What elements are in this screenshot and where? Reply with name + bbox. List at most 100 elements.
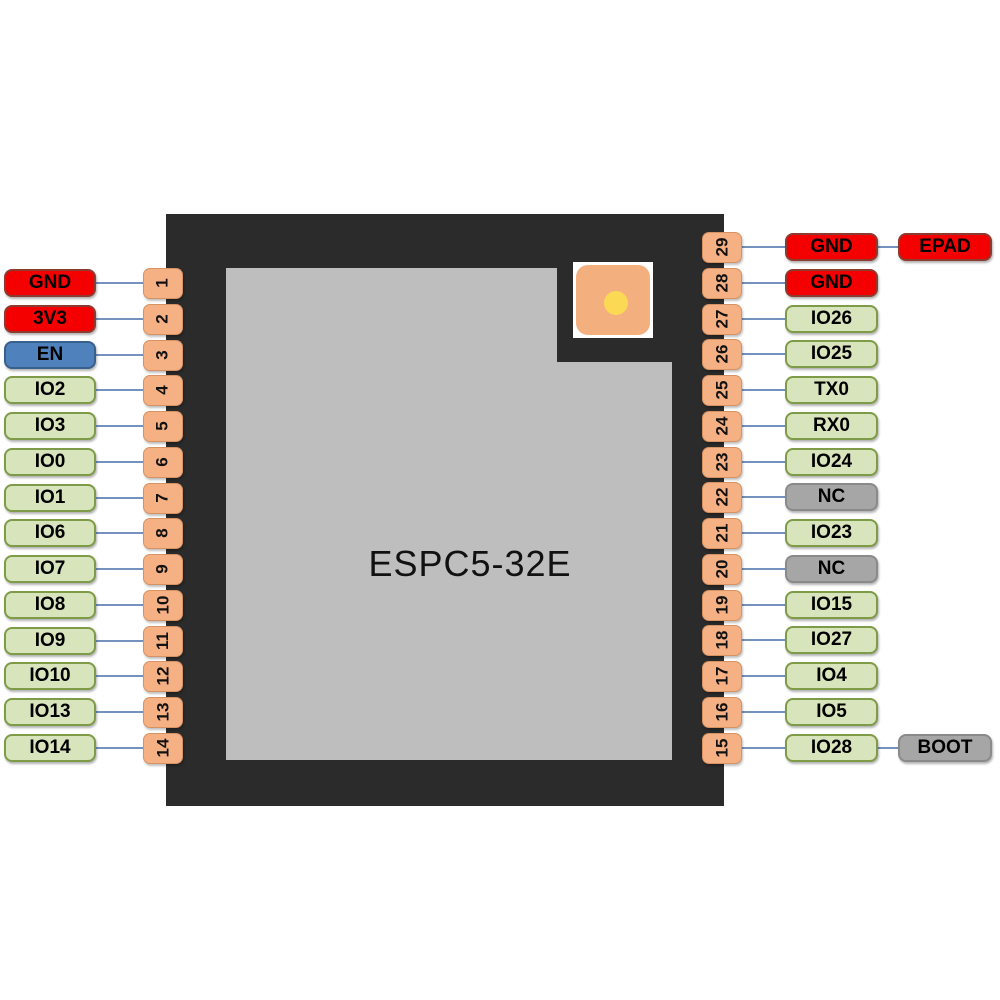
- pin-21-pad: 21: [702, 517, 742, 549]
- pin-13-number: 13: [152, 702, 172, 722]
- pin-21-label: IO23: [785, 519, 878, 547]
- pin-12-pad: 12: [143, 660, 183, 692]
- pin-24-wire: [740, 425, 787, 427]
- pin-3-label: EN: [4, 341, 96, 369]
- pin-1-wire: [94, 282, 145, 284]
- pin-11-label: IO9: [4, 627, 96, 655]
- pin-13-wire: [94, 711, 145, 713]
- pin-16-label: IO5: [785, 698, 878, 726]
- pin-24-pad: 24: [702, 410, 742, 442]
- pin-16-wire: [740, 711, 787, 713]
- pin-18-label: IO27: [785, 626, 878, 654]
- pin-21-wire: [740, 532, 787, 534]
- pin-29-extra-wire: [876, 246, 900, 248]
- pin-4-number: 4: [153, 385, 172, 395]
- pin-14-number: 14: [152, 738, 172, 758]
- pin-9-pad: 9: [143, 553, 183, 585]
- pin-5-pad: 5: [143, 410, 183, 442]
- pin-25-pad: 25: [702, 374, 742, 406]
- chip-title: ESPC5-32E: [368, 543, 572, 584]
- pin-20-wire: [740, 568, 787, 570]
- pin-26-label: IO25: [785, 340, 878, 368]
- pin-10-pad: 10: [143, 589, 183, 621]
- pin-27-pad: 27: [702, 303, 742, 335]
- pin-3-pad: 3: [143, 339, 183, 371]
- pin-15-pad: 15: [702, 732, 742, 764]
- pin-14-label: IO14: [4, 734, 96, 762]
- marker-dot-icon: [604, 291, 628, 315]
- pin-23-wire: [740, 461, 787, 463]
- pin-25-wire: [740, 389, 787, 391]
- pin-26-pad: 26: [702, 338, 742, 370]
- pin-15-number: 15: [711, 738, 731, 758]
- pin-17-wire: [740, 675, 787, 677]
- pin-17-label: IO4: [785, 662, 878, 690]
- pin-2-wire: [94, 318, 145, 320]
- pin-13-label: IO13: [4, 698, 96, 726]
- pin-14-pad: 14: [143, 732, 183, 764]
- pin-6-wire: [94, 461, 145, 463]
- orientation-marker: [573, 262, 653, 338]
- pin-10-wire: [94, 604, 145, 606]
- pin-25-label: TX0: [785, 376, 878, 404]
- pin-28-number: 28: [711, 273, 731, 293]
- pin-20-label: NC: [785, 555, 878, 583]
- pin-29-wire: [740, 246, 787, 248]
- pin-12-wire: [94, 675, 145, 677]
- pin-28-pad: 28: [702, 267, 742, 299]
- pin-27-label: IO26: [785, 305, 878, 333]
- pin-6-label: IO0: [4, 448, 96, 476]
- pin-28-label: GND: [785, 269, 878, 297]
- pin-29-label: GND: [785, 233, 878, 261]
- pin-15-extra-wire: [876, 747, 900, 749]
- pin-9-label: IO7: [4, 555, 96, 583]
- pin-8-pad: 8: [143, 517, 183, 549]
- pin-1-number: 1: [153, 278, 172, 288]
- pin-22-wire: [740, 496, 787, 498]
- pin-11-wire: [94, 640, 145, 642]
- pin-10-label: IO8: [4, 591, 96, 619]
- pin-5-number: 5: [153, 421, 172, 431]
- pin-8-label: IO6: [4, 519, 96, 547]
- pin-4-pad: 4: [143, 374, 183, 406]
- pin-9-wire: [94, 568, 145, 570]
- pin-16-number: 16: [711, 702, 731, 722]
- pin-5-label: IO3: [4, 412, 96, 440]
- pin-10-number: 10: [152, 595, 172, 615]
- pin-4-label: IO2: [4, 376, 96, 404]
- pin-20-pad: 20: [702, 553, 742, 585]
- pin-2-pad: 2: [143, 303, 183, 335]
- pin-23-pad: 23: [702, 446, 742, 478]
- pin-1-label: GND: [4, 269, 96, 297]
- pin-17-number: 17: [711, 666, 731, 686]
- pin-27-wire: [740, 318, 787, 320]
- pin-7-wire: [94, 497, 145, 499]
- pin-7-number: 7: [153, 493, 172, 503]
- pin-4-wire: [94, 389, 145, 391]
- orientation-marker-pad: [576, 265, 650, 335]
- pin-13-pad: 13: [143, 696, 183, 728]
- pin-2-label: 3V3: [4, 305, 96, 333]
- pin-29-number: 29: [711, 237, 731, 257]
- pin-16-pad: 16: [702, 696, 742, 728]
- pin-17-pad: 17: [702, 660, 742, 692]
- pin-7-label: IO1: [4, 484, 96, 512]
- pin-24-number: 24: [711, 416, 731, 436]
- pin-6-number: 6: [153, 457, 172, 467]
- pin-6-pad: 6: [143, 446, 183, 478]
- pin-18-number: 18: [711, 630, 731, 650]
- pin-14-wire: [94, 747, 145, 749]
- pin-20-number: 20: [711, 559, 731, 579]
- pin-29-pad: 29: [702, 231, 742, 263]
- pin-28-wire: [740, 282, 787, 284]
- pin-22-number: 22: [711, 487, 731, 507]
- pin-26-wire: [740, 353, 787, 355]
- epad-label: EPAD: [898, 233, 992, 261]
- pin-18-pad: 18: [702, 624, 742, 656]
- pin-23-number: 23: [711, 452, 731, 472]
- pin-19-wire: [740, 604, 787, 606]
- pin-11-number: 11: [152, 632, 172, 650]
- pin-11-pad: 11: [143, 625, 183, 657]
- pin-19-label: IO15: [785, 591, 878, 619]
